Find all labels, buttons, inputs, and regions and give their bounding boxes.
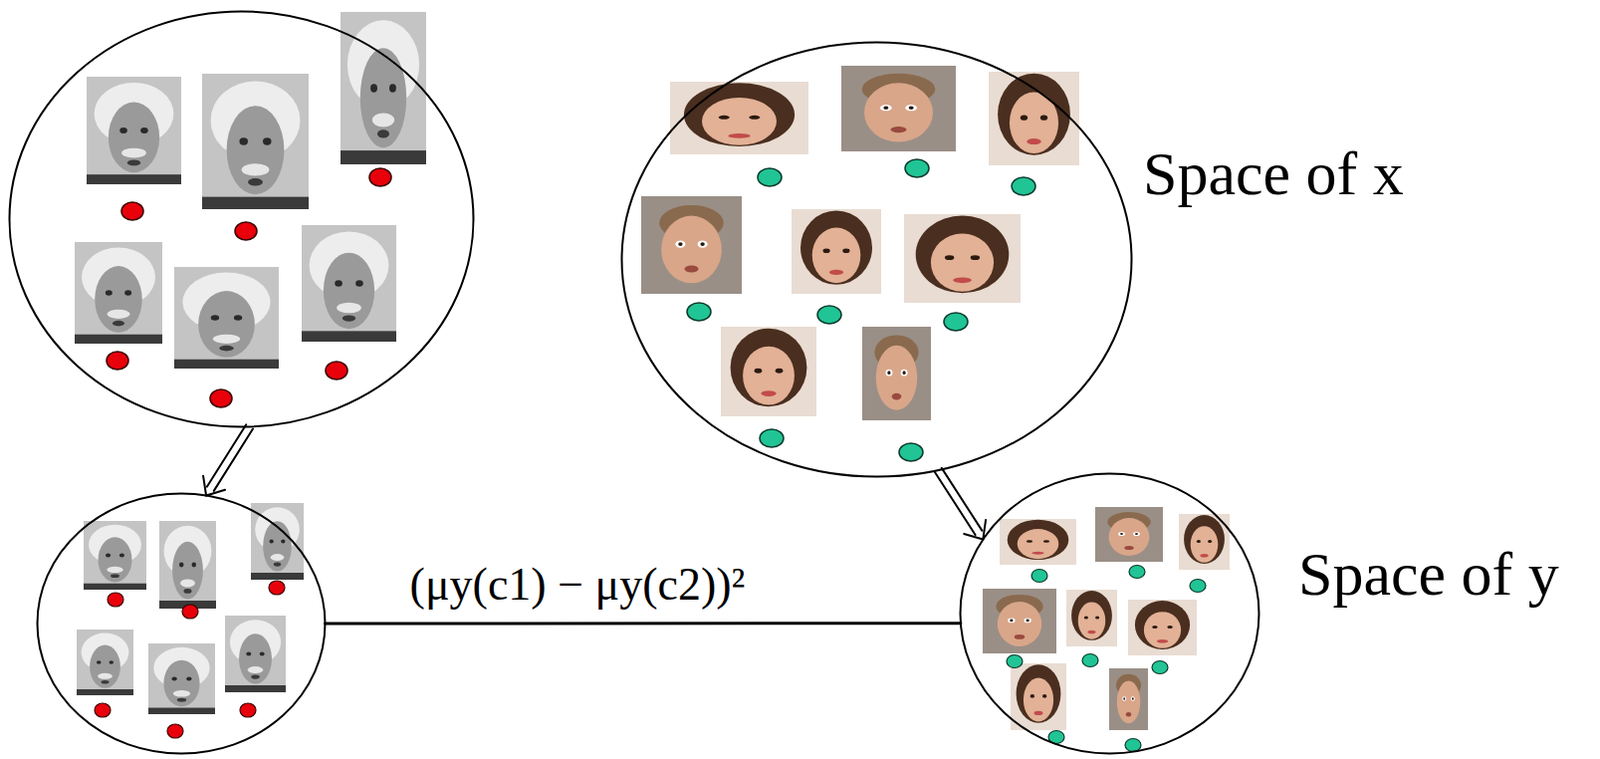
cluster-dot [817,305,842,324]
face-photo [988,71,1080,166]
connector-stroke [206,489,226,496]
face-photo [791,209,882,294]
cluster-dot [759,429,784,448]
connector-stroke [963,533,983,540]
circle-outline-shape [622,42,1133,477]
connector-stroke [325,621,961,625]
cluster-dot [268,580,285,595]
face-photo [999,518,1077,565]
cluster-dot [1129,565,1145,579]
face-photo [301,225,397,342]
space-label-wrap: Space of y [1298,538,1560,610]
face-photo [982,588,1057,654]
face-photo [1066,589,1118,647]
cluster-dot [234,222,257,240]
connector-stroke [214,429,253,491]
cluster-dot [239,702,256,717]
face-photo [174,266,279,369]
face-photo [1109,668,1148,730]
face-photo [904,214,1021,303]
cluster-dot [167,723,184,738]
cluster-dot [369,168,392,187]
cluster-dot [182,604,199,619]
cluster-dot [1031,569,1048,583]
connector-stroke [203,475,207,496]
edge-label-wrap: (μy(c1) − μy(c2))² [406,558,750,612]
face-photo [202,73,309,210]
cluster-dot [94,702,111,717]
face-photo [1010,663,1067,730]
face-photo [670,81,809,155]
cluster-dot [325,361,348,380]
connector-stroke [941,467,983,531]
face-photo [862,326,931,421]
cluster-dot [1125,738,1142,752]
face-photo [841,65,956,152]
face-photo [720,326,817,417]
circle-outline [7,9,475,429]
face-photo [1128,599,1197,656]
cluster-dot [757,168,782,187]
space-label: Space of x [1142,138,1404,210]
circle-outline [958,471,1261,755]
cluster-circle [7,9,475,429]
face-photo [641,196,742,294]
cluster-dot [106,351,129,370]
cluster-dot [686,302,711,321]
circle-outline [35,491,327,755]
connector-stroke [934,471,976,535]
double-arrow [934,467,986,540]
cluster-dot [1006,655,1023,669]
cluster-dot [121,202,144,221]
circle-outline-shape [960,473,1260,754]
cluster-dot [210,389,232,408]
cluster-circle [35,491,327,755]
face-photo [225,615,286,692]
distance-formula: (μy(c1) − μy(c2))² [406,558,750,612]
cluster-dot [1082,654,1099,668]
face-photo [76,629,134,695]
cluster-dot [107,592,124,607]
cluster-dot [1189,579,1206,593]
circle-outline [620,40,1134,478]
cluster-circle: Space of y [958,471,1261,755]
circle-outline-shape [37,493,326,754]
face-photo [159,520,217,609]
face-photo [148,643,216,714]
cluster-dot [905,159,929,178]
face-photo [1095,506,1163,562]
double-arrow [203,424,253,495]
cluster-dot [1011,177,1036,196]
cluster-dot [899,443,923,461]
space-label-wrap: Space of x [1142,138,1404,210]
cluster-circle: Space of x [620,40,1134,478]
space-label: Space of y [1298,538,1560,610]
face-photo [74,241,163,344]
face-photo [86,76,182,185]
circle-outline-shape [9,11,474,428]
face-photo [83,520,147,590]
distance-line [325,622,961,624]
connector-stroke [207,424,246,486]
face-photo [340,11,427,165]
cluster-dot [943,312,968,331]
cluster-dot [1151,661,1168,675]
